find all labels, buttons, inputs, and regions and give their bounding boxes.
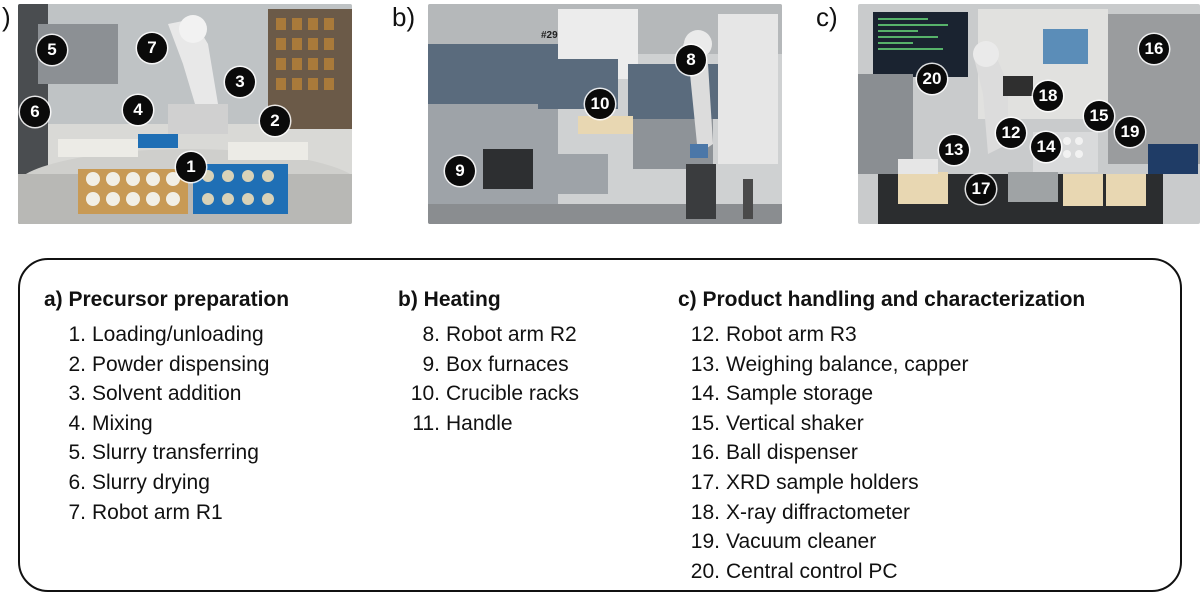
marker-3: 3 [225,67,255,97]
legend-item: 8. Robot arm R2 [398,320,579,350]
marker-20: 20 [917,64,947,94]
marker-7: 7 [137,33,167,63]
legend-item-number: 15. [690,411,720,435]
legend-item-number: 3. [68,382,86,406]
legend-item-text: Slurry drying [92,470,210,494]
legend-item-text: X-ray diffractometer [726,500,911,524]
legend-item-number: 14. [690,382,720,406]
legend-item: 18.X-ray diffractometer [678,498,1085,528]
legend-item-text: Powder dispensing [92,352,270,376]
panel-b-letter: b) [392,2,416,32]
legend-item-number: 1. [68,323,86,346]
photo-precursor-preparation: 5 7 3 6 4 2 1 [18,4,352,224]
legend-item: 20.Central control PC [678,557,1085,587]
legend-item: 13.Weighing balance, capper [678,350,1085,380]
legend-item-number: 9. [422,352,440,376]
legend-item-text: Robot arm R2 [446,323,577,346]
marker-9: 9 [445,156,475,186]
legend-title-characterization: c) Product handling and characterization [678,288,1086,311]
legend-item-number: 6. [68,470,86,494]
legend-list-characterization: 12. Robot arm R3 13.Weighing balance, capp… [678,320,1085,586]
marker-18: 18 [1033,81,1063,111]
legend-item: 2.Powder dispensing [44,350,289,380]
marker-10: 10 [585,89,615,119]
legend-item-number: 13. [690,352,720,376]
legend-title-precursor: a) Precursor preparation [44,288,290,311]
legend-item-number: 10. [410,382,440,406]
marker-1: 1 [176,152,206,182]
panel-c-letter: c) [816,2,838,32]
legend-item: 7.Robot arm R1 [44,498,289,528]
legend-item-number: 16. [690,441,720,465]
legend-item-text: XRD sample holders [726,470,919,494]
marker-14: 14 [1031,132,1061,162]
legend-title-heating: b) Heating [398,288,501,311]
legend-item: 4.Mixing [44,409,289,439]
furnace-sign-label: #29 [541,30,558,41]
legend-item-number: 12. [690,323,720,346]
legend-item-number: 4. [68,411,86,435]
legend-item-number: 2. [68,352,86,376]
legend-item-text: Loading/unloading [92,323,264,346]
legend-item-text: Sample storage [726,382,874,406]
legend-item: 14.Sample storage [678,379,1085,409]
marker-5: 5 [37,35,67,65]
legend-item-number: 7. [68,500,86,524]
marker-2: 2 [260,106,290,136]
photo-a-illustration [18,4,352,224]
legend-item-text: Central control PC [726,559,898,583]
photo-characterization: 16 20 18 15 19 12 13 14 17 [858,4,1200,224]
marker-13: 13 [939,135,969,165]
legend-item: 10.Crucible racks [398,379,579,409]
legend-item: 9.Box furnaces [398,350,579,380]
marker-6: 6 [20,97,50,127]
legend-box: a) Precursor preparation 1. Loading/unloa… [18,258,1182,592]
legend-item-text: Box furnaces [446,352,569,376]
legend-item-number: 17. [690,470,720,494]
legend-item-text: Weighing balance, capper [726,352,969,376]
legend-item-text: Vacuum cleaner [726,530,877,554]
legend-item-number: 5. [68,441,86,465]
legend-item-text: Robot arm R1 [92,500,223,524]
marker-12: 12 [996,118,1026,148]
legend-item: 16.Ball dispenser [678,438,1085,468]
legend-item-number: 11. [412,411,440,435]
legend-item: 12. Robot arm R3 [678,320,1085,350]
legend-item-text: Solvent addition [92,382,242,406]
legend-item-text: Slurry transferring [92,441,259,465]
legend-item: 6.Slurry drying [44,468,289,498]
legend-item: 5.Slurry transferring [44,438,289,468]
legend-item-number: 18. [690,500,720,524]
marker-4: 4 [123,95,153,125]
legend-item: 15.Vertical shaker [678,409,1085,439]
legend-item-text: Mixing [92,411,153,435]
photo-heating: #29 8 10 9 [428,4,782,224]
legend-item-text: Robot arm R3 [726,323,857,346]
legend-column-precursor: a) Precursor preparation 1. Loading/unloa… [44,288,289,527]
marker-16: 16 [1139,34,1169,64]
marker-19: 19 [1115,117,1145,147]
marker-8: 8 [676,45,706,75]
legend-column-characterization: c) Product handling and characterization… [678,288,1085,586]
legend-item-number: 20. [690,559,720,583]
legend-item-text: Crucible racks [446,382,580,406]
legend-item-number: 8. [422,323,440,346]
marker-17: 17 [966,174,996,204]
legend-item: 1. Loading/unloading [44,320,289,350]
legend-item: 17.XRD sample holders [678,468,1085,498]
legend-item-text: Handle [446,411,513,435]
legend-item-number: 19. [690,530,720,554]
panel-a-letter: ) [2,2,11,32]
legend-item-text: Vertical shaker [726,411,864,435]
legend-item: 3.Solvent addition [44,379,289,409]
legend-item-text: Ball dispenser [726,441,858,465]
legend-item: 11.Handle [398,409,579,439]
legend-item: 19.Vacuum cleaner [678,527,1085,557]
marker-15: 15 [1084,101,1114,131]
